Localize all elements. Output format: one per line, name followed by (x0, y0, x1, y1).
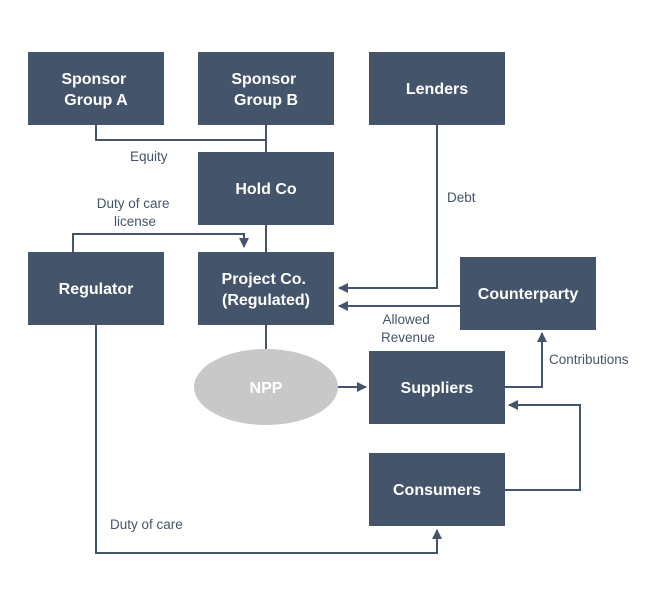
regulator-duty-of-care-arrow (95, 325, 442, 554)
sponsor-group-b-box: Sponsor Group B (198, 52, 334, 125)
allowed-revenue-label-1: Allowed (382, 312, 429, 327)
regulator-license-arrow (72, 233, 249, 252)
svg-text:Sponsor Group B: Sponsor Group B (231, 71, 300, 109)
sponsor-a-equity-line (95, 125, 266, 141)
regulator-label: Regulator (59, 281, 134, 298)
hold-co-label: Hold Co (235, 181, 297, 198)
npp-label: NPP (250, 380, 283, 397)
suppliers-box: Suppliers (369, 351, 505, 424)
svg-text:Allowed Revenue: Allowed Revenue (381, 312, 435, 345)
debt-label: Debt (447, 190, 476, 205)
svg-text:Project Co. (Regulated): Project Co. (Regulated) (222, 271, 311, 309)
sponsor-group-a-box: Sponsor Group A (28, 52, 164, 125)
consumers-box: Consumers (369, 453, 505, 526)
duty-of-care-label: Duty of care (110, 517, 183, 532)
project-co-label-1: Project Co. (222, 271, 306, 288)
regulator-box: Regulator (28, 252, 164, 325)
connectors (72, 125, 581, 554)
npp-ellipse: NPP (194, 349, 338, 425)
consumers-to-suppliers-arrow (505, 400, 581, 491)
duty-license-label-2: license (114, 214, 156, 229)
allowed-revenue-label-2: Revenue (381, 330, 435, 345)
project-co-box: Project Co. (Regulated) (198, 252, 334, 325)
svg-text:Sponsor Group A: Sponsor Group A (61, 71, 130, 109)
counterparty-label: Counterparty (478, 286, 579, 303)
counterparty-box: Counterparty (460, 257, 596, 330)
svg-text:Duty of care license: Duty of care license (97, 196, 174, 229)
project-co-label-2: (Regulated) (222, 292, 310, 309)
lenders-label: Lenders (406, 81, 468, 98)
contributions-label: Contributions (549, 352, 629, 367)
hold-co-box: Hold Co (198, 152, 334, 225)
lenders-box: Lenders (369, 52, 505, 125)
sponsor-group-b-label-1: Sponsor (231, 71, 296, 88)
duty-license-label-1: Duty of care (97, 196, 170, 211)
sponsor-group-a-label-2: Group A (64, 92, 128, 109)
sponsor-group-a-label-1: Sponsor (61, 71, 126, 88)
lenders-debt-arrow (338, 125, 438, 293)
consumers-label: Consumers (393, 482, 481, 499)
sponsor-group-b-label-2: Group B (234, 92, 298, 109)
suppliers-label: Suppliers (401, 380, 474, 397)
suppliers-contributions-arrow (505, 332, 547, 388)
equity-label: Equity (130, 149, 168, 164)
